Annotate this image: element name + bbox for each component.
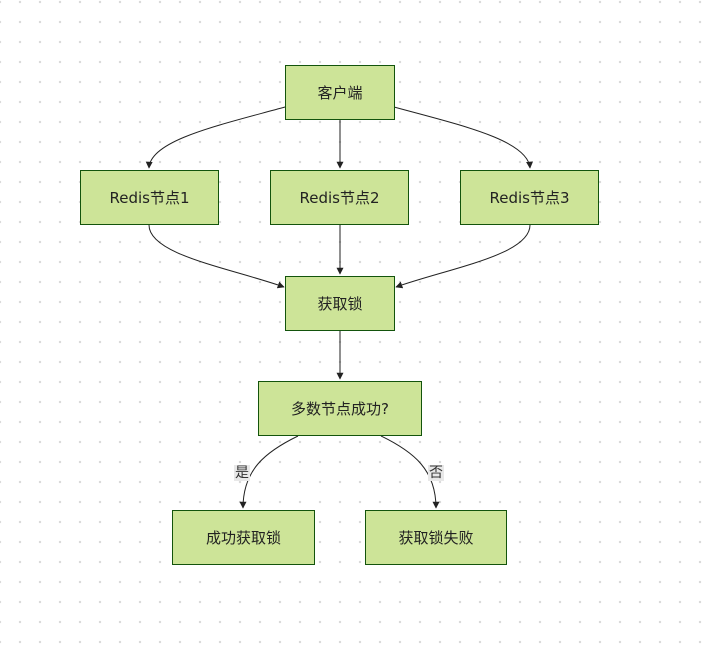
edge-redis3-acquire — [395, 224, 531, 289]
node-acquire-lock: 获取锁 — [285, 276, 395, 331]
edge-client-redis3 — [393, 106, 534, 169]
edge-label-no: 否 — [428, 465, 444, 481]
node-majority-decision: 多数节点成功? — [258, 381, 422, 436]
node-redis-2: Redis节点2 — [270, 170, 409, 225]
node-lock-failure: 获取锁失败 — [365, 510, 507, 565]
node-client: 客户端 — [285, 65, 395, 120]
edge-redis1-acquire — [148, 224, 285, 289]
edge-client-redis1 — [145, 106, 286, 169]
node-redis-3: Redis节点3 — [460, 170, 599, 225]
edge-decision-success — [239, 435, 299, 509]
node-lock-success: 成功获取锁 — [172, 510, 315, 565]
edge-decision-failure — [380, 435, 440, 509]
node-redis-1: Redis节点1 — [80, 170, 219, 225]
edge-label-yes: 是 — [234, 465, 250, 481]
